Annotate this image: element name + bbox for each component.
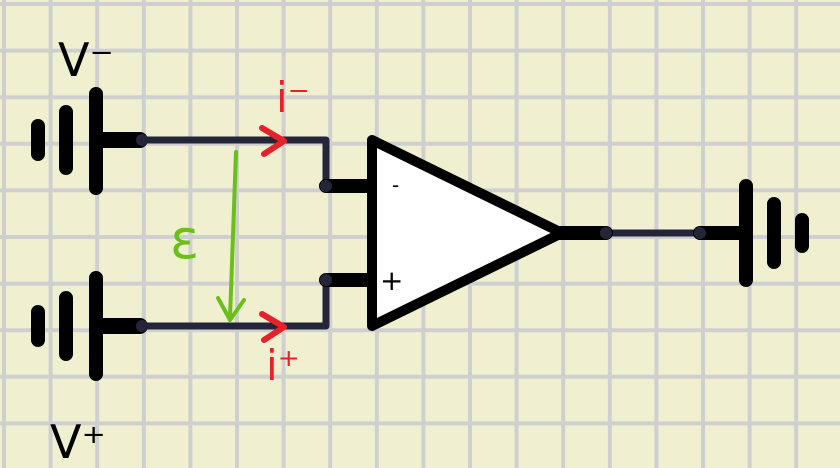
ground-icon [739,179,809,287]
inverting-input-label: - [392,173,399,197]
i-plus-label: i⁺ [266,341,300,390]
noninverting-input-label: + [380,264,403,297]
junction-dot [136,320,148,332]
opamp-triangle [367,135,567,331]
battery-icon [31,87,103,195]
current-arrow-bottom [259,311,287,343]
junction-dot [694,227,706,239]
current-arrow-top [259,125,287,157]
i-minus-label: i⁻ [276,73,310,122]
battery-icon [31,271,103,381]
v-plus-label: V⁺ [50,415,106,468]
epsilon-label: ε [170,208,199,271]
junction-dot [600,227,612,239]
junction-dot [320,180,332,192]
junction-dot [320,274,332,286]
wires [90,132,751,334]
junction-dot [136,134,148,146]
junction-dots [136,134,706,332]
v-minus-label: V⁻ [58,33,114,87]
voltage-arrow [216,150,246,322]
